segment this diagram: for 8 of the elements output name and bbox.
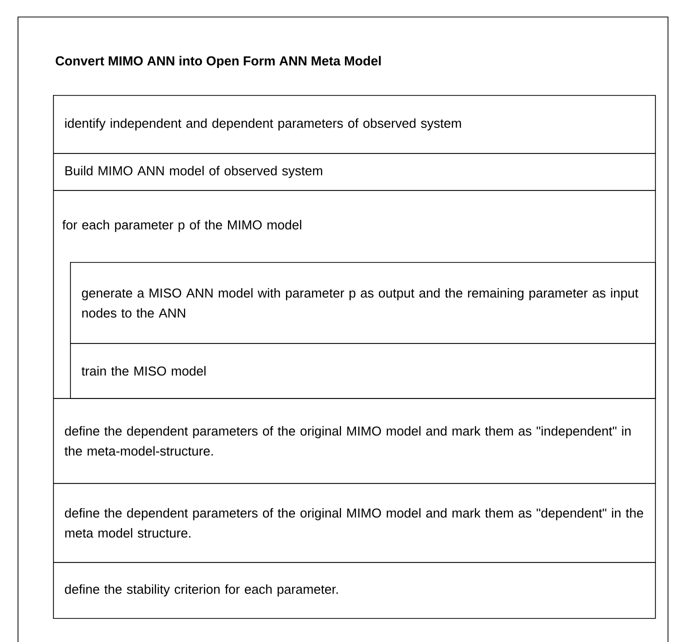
step-box: define the dependent parameters of the original MIMO model and mark them as "dependent" in the meta model structure.: [53, 482, 656, 563]
step-box: identify independent and dependent parameters of observed system: [53, 95, 656, 154]
step-box: define the stability criterion for each parameter.: [53, 562, 656, 619]
step-box: train the MISO model: [70, 343, 656, 399]
step-box: define the dependent parameters of the original MIMO model and mark them as "independent" in the meta-model-structure.: [53, 398, 656, 484]
title: Convert MIMO ANN into Open Form ANN Meta Model: [56, 56, 381, 68]
step-box: Build MIMO ANN model of observed system: [53, 152, 656, 191]
step-box: generate a MISO ANN model with parameter p as output and the remaining parameter as input nodes to the ANN: [70, 262, 656, 344]
